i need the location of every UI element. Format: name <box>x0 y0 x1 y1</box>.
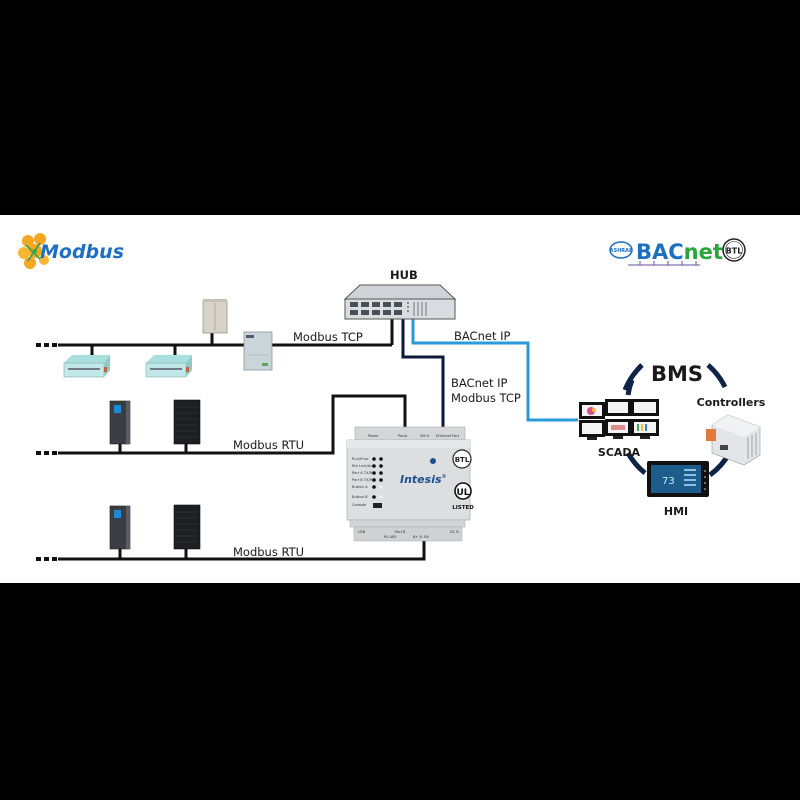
gateway-brand: Intesis® <box>400 473 447 486</box>
svg-text:Port A TX/RX: Port A TX/RX <box>352 471 375 475</box>
gateway-led-labels: Run/Error Eth Link/Act Port A TX/RX Port… <box>352 457 375 507</box>
gateway-globe-icon <box>430 458 436 464</box>
svg-text:Button B: Button B <box>352 495 368 499</box>
bacnet-ip-link <box>411 315 578 422</box>
diagram-canvas: Modbus ASHRAE BACnet™ BTL <box>0 215 800 583</box>
modbus-logo-text: Modbus <box>40 241 124 263</box>
gateway-top-labels: Power PortA SW A Ethernet Port <box>368 434 460 438</box>
btl-badge-icon: BTL <box>722 238 746 262</box>
modbus-rtu-bus-1 <box>58 394 407 455</box>
gateway-leds <box>372 457 383 508</box>
svg-text:BTL: BTL <box>455 456 470 464</box>
svg-text:Run/Error: Run/Error <box>352 457 369 461</box>
svg-text:B+ B- B0: B+ B- B0 <box>413 535 429 539</box>
intesis-gateway[interactable]: Power PortA SW A Ethernet Port Run/Error… <box>346 426 474 542</box>
scada-label: SCADA <box>598 446 641 459</box>
bacnet-ip-label: BACnet IP <box>454 329 511 343</box>
ashrae-icon: ASHRAE <box>609 241 633 259</box>
svg-text:Console: Console <box>352 503 367 507</box>
hmi-panel[interactable]: 73 <box>647 461 709 497</box>
hmi-label: HMI <box>664 505 688 518</box>
svg-text:Port B TX/RX: Port B TX/RX <box>352 478 375 482</box>
modbus-controller-box[interactable] <box>243 331 273 371</box>
hmi-reading: 73 <box>662 476 675 487</box>
svg-text:SW A: SW A <box>420 434 430 438</box>
modbus-logo: Modbus <box>18 233 124 269</box>
svg-text:Eth Link/Act: Eth Link/Act <box>352 464 374 468</box>
server-rack-1[interactable] <box>173 399 201 445</box>
bms-title: BMS <box>651 362 703 386</box>
ups-cabinet-1[interactable] <box>109 400 131 445</box>
svg-text:PortA: PortA <box>398 434 408 438</box>
hub-device[interactable]: HUB <box>343 268 457 320</box>
bacnet-logo-text: BACnet™ <box>636 240 729 264</box>
svg-text:BTL: BTL <box>726 247 743 256</box>
gateway-btl-icon: BTL <box>452 449 472 469</box>
svg-text:RS-485: RS-485 <box>384 535 397 539</box>
bacnet-logo: ASHRAE BACnet™ BTL <box>609 238 746 266</box>
svg-text:USB: USB <box>358 530 366 534</box>
hub-gateway-link <box>401 315 445 433</box>
hub-label: HUB <box>390 268 418 282</box>
server-rack-2[interactable] <box>173 504 201 550</box>
modbus-tcp-label: Modbus TCP <box>293 330 363 344</box>
svg-text:DC B: DC B <box>450 530 459 534</box>
svg-text:UL: UL <box>456 488 469 498</box>
outdoor-vrf-unit[interactable] <box>202 299 228 334</box>
svg-text:Button A: Button A <box>352 485 368 489</box>
modbus-rtu-bus-2-continuation <box>36 557 57 561</box>
controllers-label: Controllers <box>697 396 766 409</box>
plc-controller[interactable] <box>706 414 761 466</box>
scada-monitors[interactable] <box>579 399 659 440</box>
svg-text:Power: Power <box>368 434 379 438</box>
modbus-flower-icon <box>18 233 49 269</box>
gateway-link-label-line2: Modbus TCP <box>451 391 521 405</box>
svg-text:LISTED: LISTED <box>452 505 474 511</box>
modbus-rtu-label-1: Modbus RTU <box>233 438 304 452</box>
gateway-bottom-labels: USB Port B RS-485 B+ B- B0 DC B <box>358 530 459 539</box>
fan-coil-unit-2[interactable] <box>145 355 192 378</box>
ul-listed-icon: UL LISTED <box>452 482 474 511</box>
svg-text:Port B: Port B <box>395 530 406 534</box>
modbus-rtu-label-2: Modbus RTU <box>233 545 304 559</box>
gateway-link-label-line1: BACnet IP <box>451 376 508 390</box>
ups-cabinet-2[interactable] <box>109 505 131 550</box>
modbus-rtu-bus-1-continuation <box>36 451 57 455</box>
svg-text:ASHRAE: ASHRAE <box>610 248 633 254</box>
hub-ports <box>350 302 402 315</box>
svg-text:Ethernet Port: Ethernet Port <box>436 434 460 438</box>
fan-coil-unit-1[interactable] <box>63 355 110 378</box>
modbus-tcp-bus-continuation <box>36 343 57 347</box>
